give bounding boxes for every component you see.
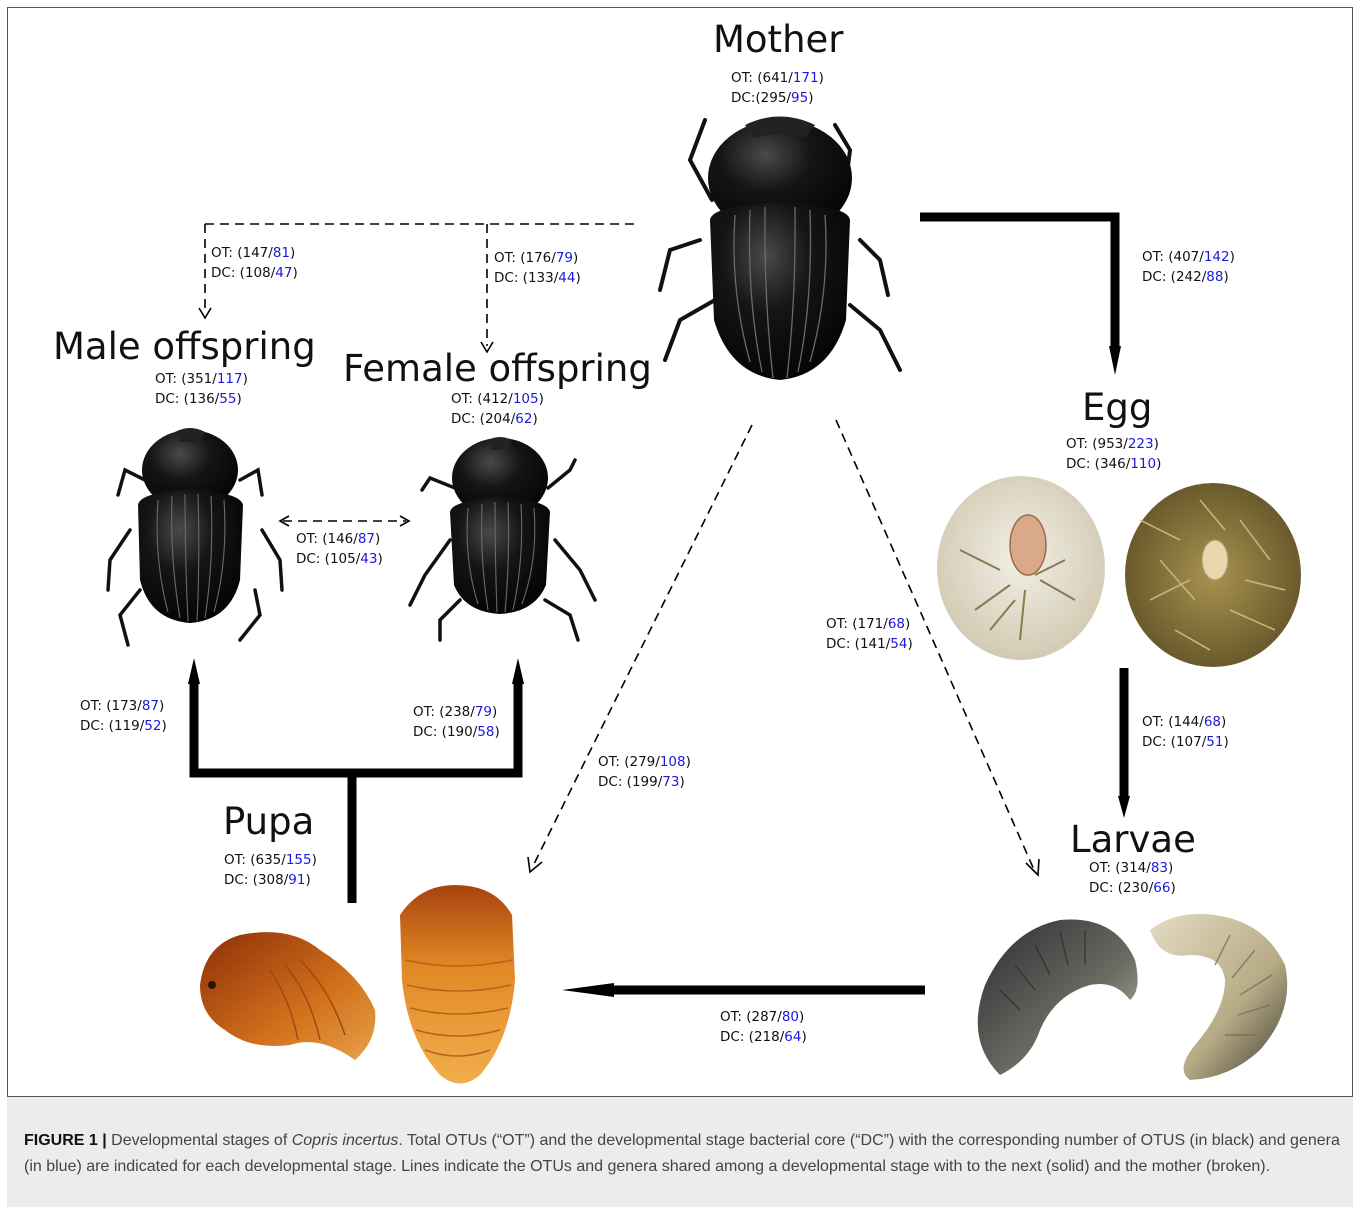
pupa-female-link-stats: OT: (238/79) DC: (190/58) bbox=[413, 702, 500, 742]
ot-line: OT: (287/80) bbox=[720, 1007, 807, 1027]
male-arrowhead bbox=[199, 308, 211, 318]
ot-line: OT: (279/108) bbox=[598, 752, 691, 772]
ot-line: OT: (314/83) bbox=[1089, 858, 1176, 878]
ot-line: OT: (407/142) bbox=[1142, 247, 1235, 267]
dc-line: DC: (204/62) bbox=[451, 409, 544, 429]
caption-text-a: Developmental stages of bbox=[107, 1132, 292, 1149]
dc-line: DC: (190/58) bbox=[413, 722, 500, 742]
pupa-photo-side bbox=[200, 932, 375, 1060]
mother-beetle-image bbox=[660, 117, 900, 381]
mother-female-link-stats: OT: (176/79) DC: (133/44) bbox=[494, 248, 581, 288]
ot-line: OT: (635/155) bbox=[224, 850, 317, 870]
mother-male-link-stats: OT: (147/81) DC: (108/47) bbox=[211, 243, 298, 283]
pupa-solid-arrowhead bbox=[562, 983, 614, 997]
ot-line: OT: (641/171) bbox=[731, 68, 824, 88]
dc-line: DC: (346/110) bbox=[1066, 454, 1161, 474]
ot-line: OT: (144/68) bbox=[1142, 712, 1229, 732]
mother-title: Mother bbox=[713, 21, 844, 58]
egg-photo-right bbox=[1125, 483, 1301, 667]
figure-label: FIGURE 1 | bbox=[24, 1132, 107, 1149]
mother-to-pupa-line bbox=[532, 425, 752, 868]
ot-line: OT: (173/87) bbox=[80, 696, 167, 716]
larvae-title: Larvae bbox=[1070, 821, 1196, 858]
male-offspring-stats: OT: (351/117) DC: (136/55) bbox=[155, 369, 248, 409]
ot-line: OT: (953/223) bbox=[1066, 434, 1161, 454]
pupa-title: Pupa bbox=[223, 803, 314, 840]
pupa-male-link-stats: OT: (173/87) DC: (119/52) bbox=[80, 696, 167, 736]
dc-line: DC: (105/43) bbox=[296, 549, 383, 569]
dc-line: DC: (199/73) bbox=[598, 772, 691, 792]
larvae-stats: OT: (314/83) DC: (230/66) bbox=[1089, 858, 1176, 898]
male-beetle-image bbox=[108, 428, 282, 645]
male-solid-arrowhead bbox=[188, 658, 200, 684]
egg-larvae-link-stats: OT: (144/68) DC: (107/51) bbox=[1142, 712, 1229, 752]
dc-line: DC: (242/88) bbox=[1142, 267, 1235, 287]
pupa-photo-dorsal bbox=[400, 885, 515, 1084]
egg-photo-left bbox=[937, 476, 1105, 660]
pupa-arrowhead bbox=[528, 857, 542, 872]
male-female-link-stats: OT: (146/87) DC: (105/43) bbox=[296, 529, 383, 569]
female-offspring-title: Female offspring bbox=[343, 350, 652, 387]
dc-line: DC: (308/91) bbox=[224, 870, 317, 890]
dc-line: DC: (107/51) bbox=[1142, 732, 1229, 752]
egg-solid-arrowhead bbox=[1109, 346, 1121, 375]
dc-line: DC: (133/44) bbox=[494, 268, 581, 288]
dc-line: DC: (136/55) bbox=[155, 389, 248, 409]
ot-line: OT: (171/68) bbox=[826, 614, 913, 634]
egg-stats: OT: (953/223) DC: (346/110) bbox=[1066, 434, 1161, 474]
mother-egg-link-stats: OT: (407/142) DC: (242/88) bbox=[1142, 247, 1235, 287]
larva-photo-dark bbox=[978, 920, 1138, 1076]
dc-line: DC: (141/54) bbox=[826, 634, 913, 654]
dc-line: DC: (218/64) bbox=[720, 1027, 807, 1047]
ot-line: OT: (412/105) bbox=[451, 389, 544, 409]
mother-to-egg-line bbox=[920, 217, 1115, 350]
dc-line: DC: (119/52) bbox=[80, 716, 167, 736]
mother-pupa-link-stats: OT: (279/108) DC: (199/73) bbox=[598, 752, 691, 792]
larva-photo-light bbox=[1150, 914, 1287, 1080]
mother-stats: OT: (641/171) DC:(295/95) bbox=[731, 68, 824, 108]
ot-line: OT: (176/79) bbox=[494, 248, 581, 268]
ot-line: OT: (147/81) bbox=[211, 243, 298, 263]
larvae-solid-arrowhead bbox=[1118, 796, 1130, 818]
male-offspring-title: Male offspring bbox=[53, 328, 316, 365]
larvae-pupa-link-stats: OT: (287/80) DC: (218/64) bbox=[720, 1007, 807, 1047]
diagram-canvas bbox=[0, 0, 1360, 1100]
ot-line: OT: (146/87) bbox=[296, 529, 383, 549]
dc-line: DC: (230/66) bbox=[1089, 878, 1176, 898]
ot-line: OT: (351/117) bbox=[155, 369, 248, 389]
caption-species: Copris incertus bbox=[292, 1132, 399, 1149]
female-offspring-stats: OT: (412/105) DC: (204/62) bbox=[451, 389, 544, 429]
dc-line: DC: (108/47) bbox=[211, 263, 298, 283]
pupa-stats: OT: (635/155) DC: (308/91) bbox=[224, 850, 317, 890]
female-beetle-image bbox=[410, 437, 595, 640]
figure-caption: FIGURE 1 | Developmental stages of Copri… bbox=[24, 1128, 1340, 1179]
dc-line: DC:(295/95) bbox=[731, 88, 824, 108]
ot-line: OT: (238/79) bbox=[413, 702, 500, 722]
female-solid-arrowhead bbox=[512, 658, 524, 684]
egg-title: Egg bbox=[1082, 389, 1152, 426]
mother-larvae-link-stats: OT: (171/68) DC: (141/54) bbox=[826, 614, 913, 654]
